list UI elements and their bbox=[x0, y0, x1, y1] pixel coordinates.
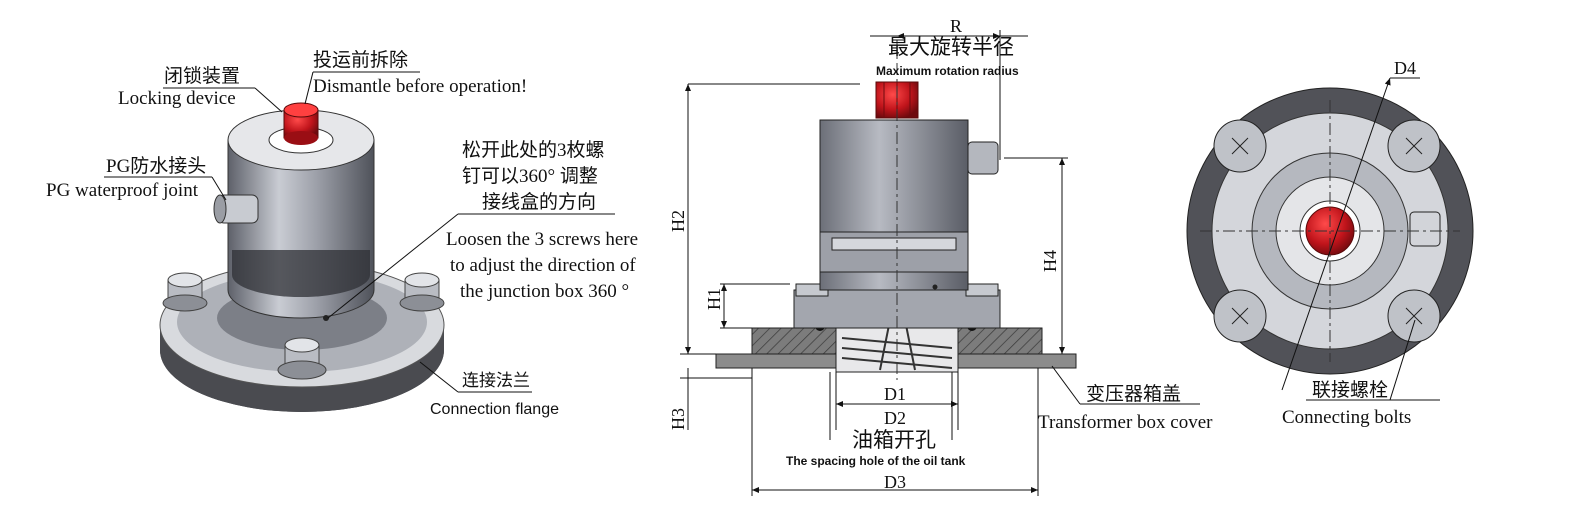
top-centerlines bbox=[1200, 100, 1460, 362]
pg-waterproof-joint bbox=[213, 194, 259, 224]
dimension-h2: H2 bbox=[668, 210, 688, 232]
pg-joint-en: PG waterproof joint bbox=[46, 180, 199, 201]
top-view: D4 联接螺栓 Connecting bolts bbox=[1186, 58, 1474, 428]
dismantle-en: Dismantle before operation! bbox=[313, 76, 527, 97]
perspective-leaders bbox=[104, 71, 615, 393]
flange-section bbox=[751, 321, 1043, 355]
dimension-d3: D3 bbox=[884, 472, 906, 492]
transformer-cover-en: Transformer box cover bbox=[1038, 412, 1213, 433]
dimension-h3: H3 bbox=[668, 408, 688, 430]
locking-knob bbox=[283, 102, 319, 145]
loosen-en-line3: the junction box 360 ° bbox=[460, 281, 629, 302]
rotation-radius-cn: 最大旋转半径 bbox=[888, 35, 1014, 59]
dimension-d1: D1 bbox=[884, 384, 906, 404]
loosen-en-line1: Loosen the 3 screws here bbox=[446, 229, 638, 250]
perspective-view: 闭锁装置 Locking device 投运前拆除 Dismantle befo… bbox=[46, 49, 638, 418]
rotation-radius-en: Maximum rotation radius bbox=[876, 64, 1019, 78]
loosen-cn-line3: 接线盒的方向 bbox=[482, 191, 596, 213]
loosen-en-line2: to adjust the direction of bbox=[450, 255, 636, 276]
top-pg-joint bbox=[1409, 211, 1441, 247]
top-bolt-crosses bbox=[1231, 137, 1423, 325]
locking-device-en: Locking device bbox=[118, 88, 236, 109]
locking-device-cn: 闭锁装置 bbox=[164, 65, 240, 87]
dimension-d4: D4 bbox=[1394, 58, 1416, 78]
loosen-cn-line2: 钉可以360° 调整 bbox=[462, 165, 598, 187]
flange-bolts bbox=[162, 272, 445, 380]
loosen-cn-line1: 松开此处的3枚螺 bbox=[462, 139, 605, 161]
oil-tank-hole-cn: 油箱开孔 bbox=[852, 428, 936, 452]
housing bbox=[819, 119, 999, 291]
connecting-bolts-en: Connecting bolts bbox=[1282, 407, 1411, 428]
dimension-h4: H4 bbox=[1040, 250, 1060, 272]
connection-flange-en: Connection flange bbox=[430, 401, 559, 418]
bolt-right bbox=[399, 272, 445, 312]
dimension-r: R bbox=[950, 16, 962, 36]
pg-joint-cn: PG防水接头 bbox=[106, 155, 206, 177]
section-view: R 最大旋转半径 Maximum rotation radius H2 H1 H… bbox=[668, 16, 1213, 496]
oil-tank-hole-en: The spacing hole of the oil tank bbox=[786, 454, 966, 468]
connecting-bolts-cn: 联接螺栓 bbox=[1312, 379, 1388, 401]
dimension-d2: D2 bbox=[884, 408, 906, 428]
dismantle-cn: 投运前拆除 bbox=[313, 49, 408, 71]
bolt-front bbox=[277, 337, 327, 380]
dimension-h1: H1 bbox=[704, 288, 724, 310]
top-leaders bbox=[1281, 77, 1440, 401]
transformer-cover-cn: 变压器箱盖 bbox=[1086, 383, 1181, 405]
section-dimensions bbox=[680, 30, 1200, 496]
bolt-left bbox=[162, 272, 208, 312]
connection-flange-cn: 连接法兰 bbox=[462, 371, 530, 390]
